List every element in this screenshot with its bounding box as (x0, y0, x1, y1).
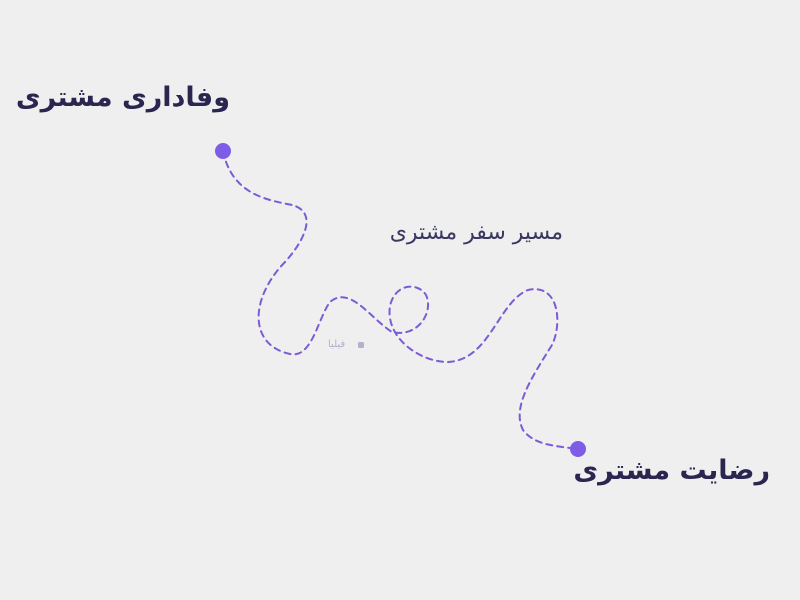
start-dot (215, 143, 231, 159)
start-label: وفاداری مشتری (15, 82, 230, 113)
end-dot (570, 441, 586, 457)
diagram-title: مسیر سفر مشتری (389, 220, 563, 245)
watermark-logo-icon (358, 342, 364, 348)
journey-path (222, 150, 579, 450)
watermark-text: فیلیا (328, 339, 346, 350)
end-label: رضایت مشتری (573, 455, 770, 486)
